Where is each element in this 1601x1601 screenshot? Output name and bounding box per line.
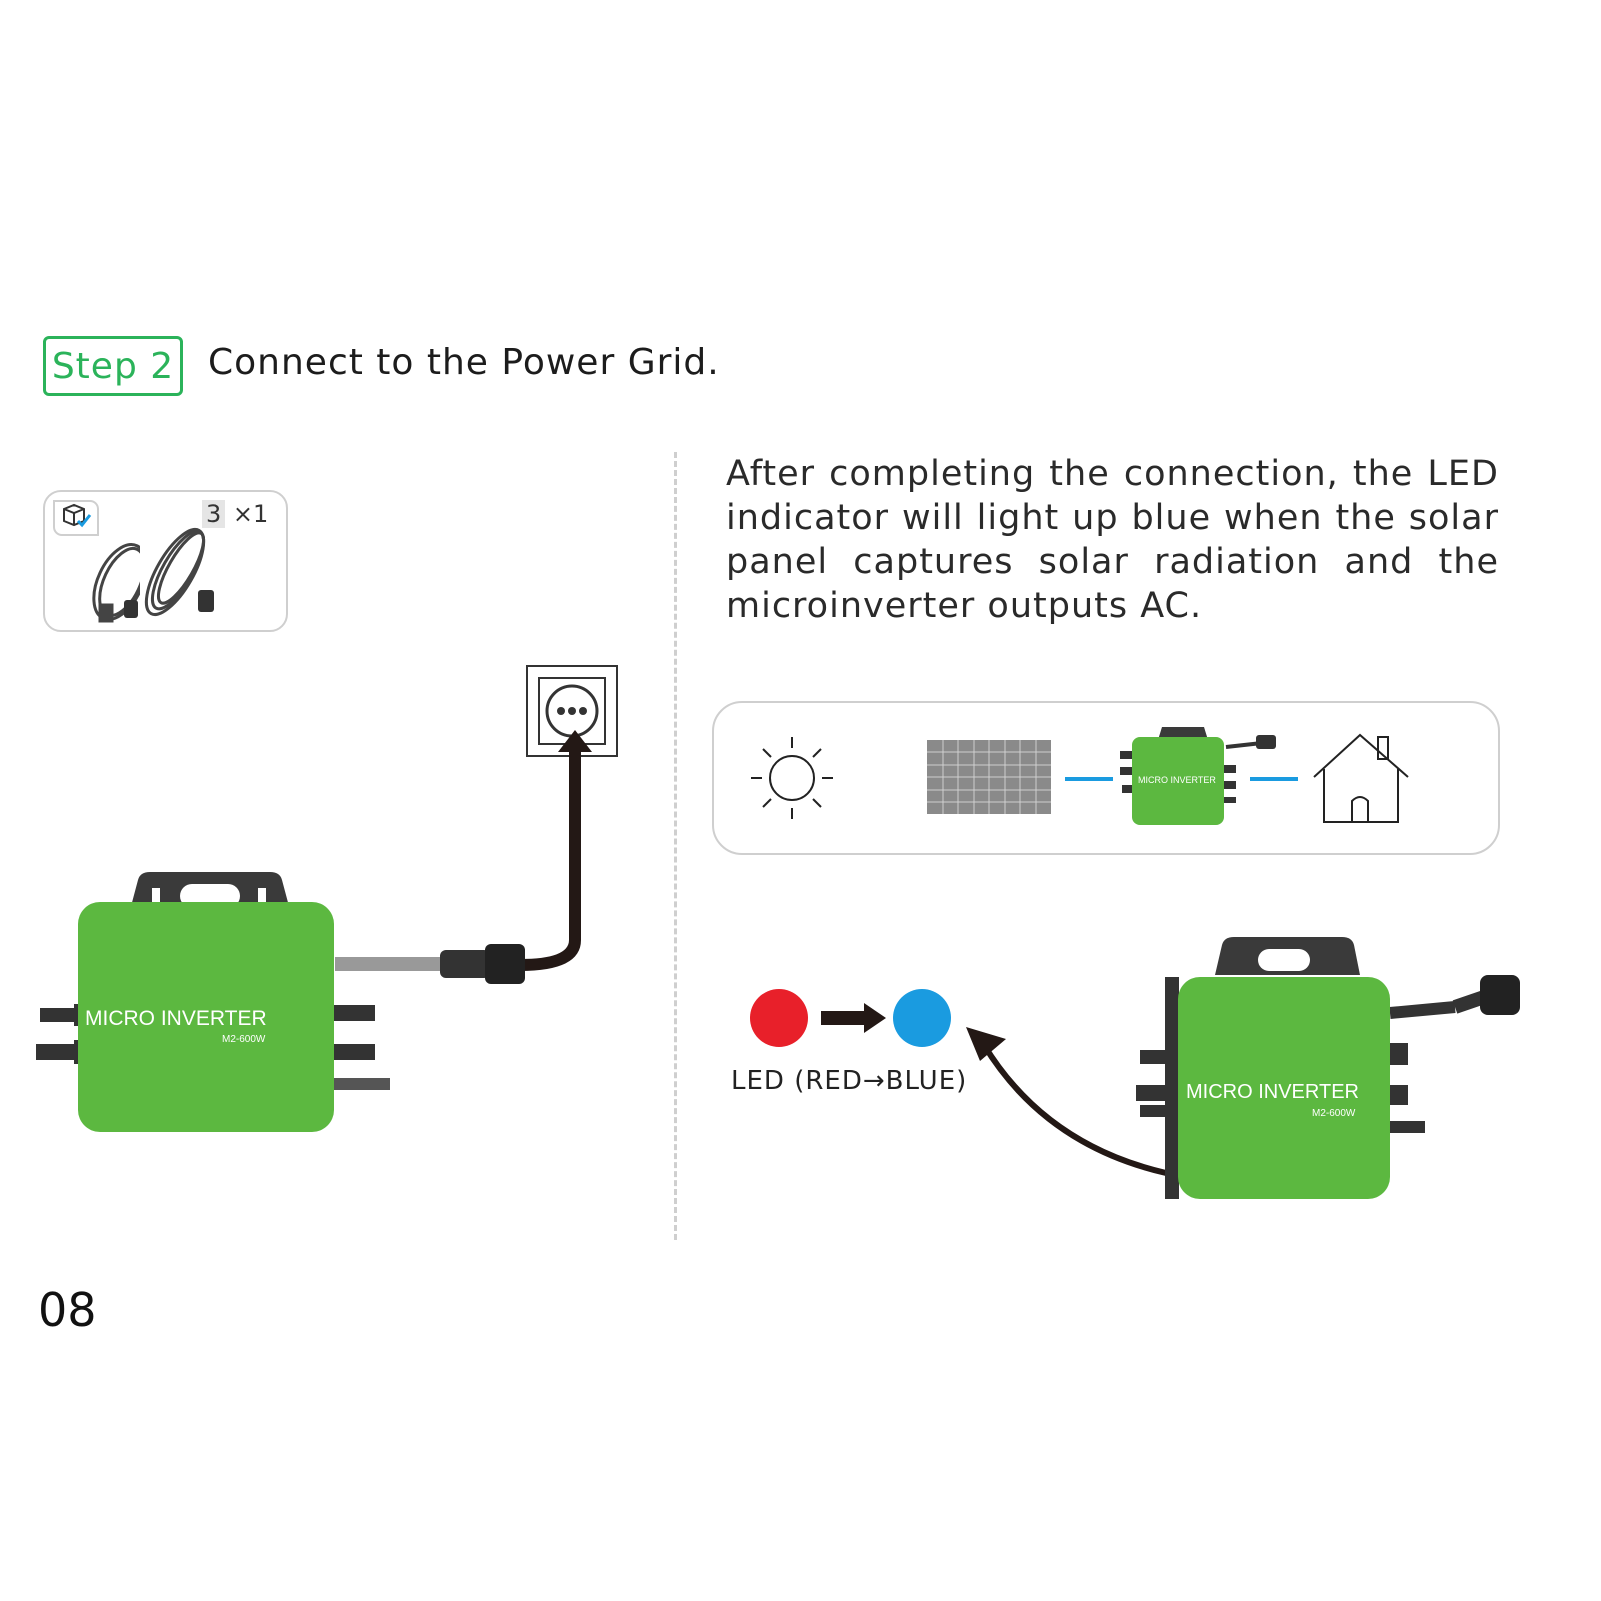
- sun-icon: [751, 737, 833, 819]
- led-red-dot: [750, 989, 808, 1047]
- inverter-brand-right: MICRO INVERTER: [1186, 1081, 1359, 1103]
- connection-description: After completing the connection, the LED…: [726, 454, 1499, 626]
- step-title: Connect to the Power Grid.: [208, 342, 720, 383]
- power-cable-icon: [92, 543, 140, 623]
- column-divider: [674, 452, 677, 1240]
- energy-flow-box: [712, 701, 1500, 855]
- left-illustration: MICRO INVERTER M2-600W: [36, 665, 618, 1132]
- mounting-bracket: [1215, 937, 1360, 975]
- curved-arrow-icon: [966, 1027, 1167, 1176]
- inverter-model-right: M2-600W: [1312, 1108, 1356, 1119]
- package-icon: [53, 500, 99, 536]
- inverter-brand-small: MICRO INVERTER: [1138, 775, 1216, 785]
- solar-panel-icon: [927, 740, 1051, 814]
- dc-connectors-right: [1390, 1043, 1425, 1133]
- step-badge: Step 2: [43, 336, 183, 396]
- power-cable-arrow: [519, 730, 592, 971]
- page-number: 08: [38, 1283, 97, 1337]
- led-label: LED (RED→BLUE): [731, 1066, 968, 1096]
- led-blue-dot: [893, 989, 951, 1047]
- arrow-right-icon: [821, 1003, 886, 1033]
- micro-inverter-small-icon: MICRO INVERTER: [1120, 727, 1276, 825]
- inverter-model-left: M2-600W: [222, 1034, 266, 1045]
- dc-connectors-left: [1136, 1050, 1185, 1117]
- quantity-index: 3: [202, 500, 226, 528]
- led-indicator-diagram: [750, 989, 951, 1047]
- right-illustration: MICRO INVERTER M2-600W: [966, 937, 1520, 1199]
- package-contents-icons: [53, 500, 140, 623]
- house-icon: [1313, 733, 1409, 823]
- ac-connector-icon: [335, 944, 525, 984]
- package-quantity: 3 ×1: [202, 500, 268, 528]
- energy-flow-diagram: MICRO INVERTER: [751, 727, 1409, 825]
- dc-connectors-right: [330, 1005, 390, 1090]
- coiled-cable-icon: [124, 527, 214, 618]
- inverter-body: [78, 902, 334, 1132]
- quantity-multiplier: ×1: [232, 500, 269, 528]
- ac-output-cable: [1389, 975, 1520, 1019]
- package-contents-box: [43, 490, 288, 632]
- inverter-brand-left: MICRO INVERTER: [85, 1007, 267, 1030]
- inverter-body: [1178, 977, 1390, 1199]
